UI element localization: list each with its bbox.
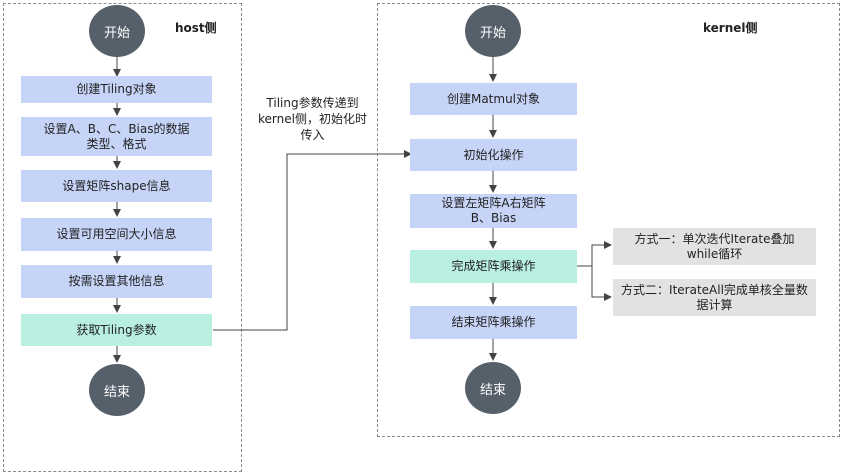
host-end-node: 结束 <box>89 364 145 416</box>
kernel-step-init: 初始化操作 <box>410 139 577 171</box>
kernel-step-set-matrices: 设置左矩阵A右矩阵B、Bias <box>410 194 577 228</box>
kernel-step-matmul: 完成矩阵乘操作 <box>410 250 577 283</box>
kernel-start-node: 开始 <box>465 5 521 57</box>
kernel-step-create-matmul: 创建Matmul对象 <box>410 83 577 115</box>
option-iterate-all: 方式二：IterateAll完成单核全量数据计算 <box>613 279 816 316</box>
kernel-region <box>377 3 840 437</box>
host-step-set-data-types: 设置A、B、C、Bias的数据类型、格式 <box>21 117 212 156</box>
host-step-set-shape: 设置矩阵shape信息 <box>21 170 212 202</box>
transfer-note: Tiling参数传递到kernel侧，初始化时传入 <box>258 96 367 142</box>
kernel-label: kernel侧 <box>703 21 758 35</box>
host-region <box>3 3 242 472</box>
host-step-set-other: 按需设置其他信息 <box>21 265 212 298</box>
host-step-set-space: 设置可用空间大小信息 <box>21 218 212 251</box>
kernel-step-end-matmul: 结束矩阵乘操作 <box>410 306 577 339</box>
host-start-node: 开始 <box>89 5 145 57</box>
host-label: host侧 <box>175 21 217 35</box>
host-step-get-tiling: 获取Tiling参数 <box>21 314 212 346</box>
kernel-end-node: 结束 <box>465 362 521 414</box>
option-iterate: 方式一：单次迭代Iterate叠加while循环 <box>613 228 816 265</box>
host-step-create-tiling: 创建Tiling对象 <box>21 76 212 103</box>
